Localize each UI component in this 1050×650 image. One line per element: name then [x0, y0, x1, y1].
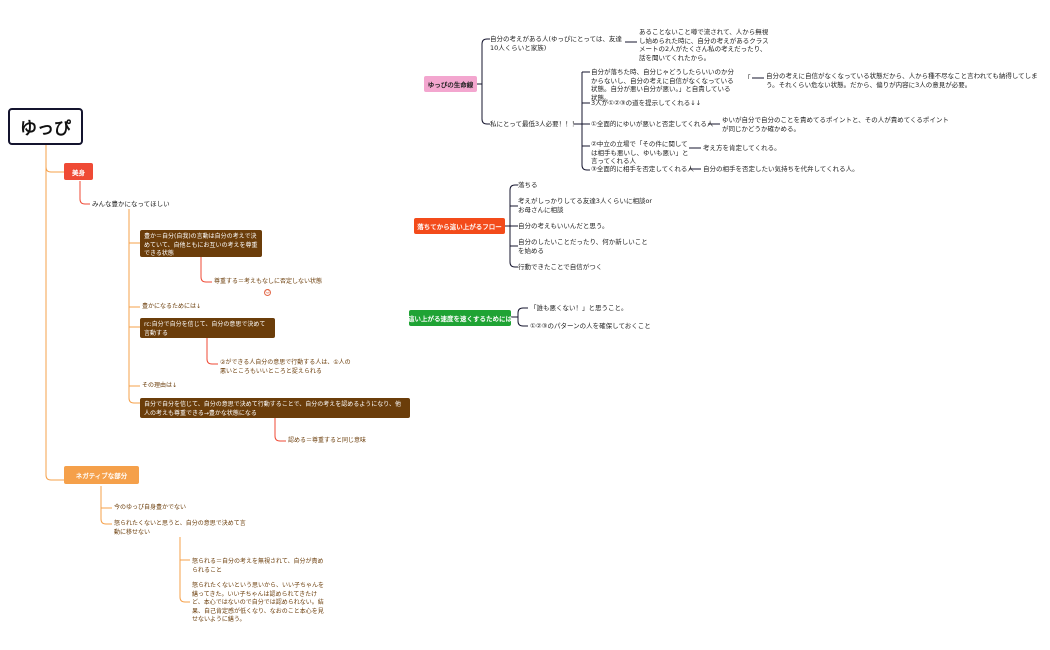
- survival-a-child[interactable]: あることないこと噂で流されて、人から無視し始められた時に、自分の考えがあるクラス…: [639, 28, 769, 62]
- speed-node[interactable]: 這い上がる速度を速くするためには: [408, 310, 512, 326]
- negative-item-2[interactable]: 怒られたくないと思うと、自分の意思で決めて言動に移せない: [114, 520, 246, 536]
- survival-b1[interactable]: 自分が落ちた時、自分じゃどうしたらいいのか分からないし、自分の考えに自信がなくな…: [591, 68, 734, 102]
- beauty-node[interactable]: 美身: [64, 163, 93, 180]
- how-node[interactable]: 豊かになるためには↓: [142, 303, 202, 310]
- speed-a[interactable]: 「誰も悪くない！」と思うこと。: [530, 304, 628, 312]
- recovery-node[interactable]: 落ちてから這い上がるフロー: [414, 218, 505, 234]
- beauty-box-3-child[interactable]: 認める＝尊重すると同じ意味: [288, 437, 367, 444]
- survival-b4-child[interactable]: 考え方を肯定してくれる。: [703, 144, 781, 152]
- survival-b2[interactable]: 3人が①②③の道を提示してくれる↓↓: [591, 99, 702, 107]
- survival-b[interactable]: 私にとって最低3人必要！！！: [490, 120, 579, 128]
- survival-a[interactable]: 自分の考えがある人(ゆっぴにとっては、友達10人くらいと家族): [490, 35, 622, 52]
- beauty-box-1[interactable]: 豊か＝自分(自我)の言動は自分の考えで決めていて、自他ともにお互いの考えを尊重で…: [140, 230, 262, 257]
- survival-b5[interactable]: ③全面的に相手を否定してくれる人: [591, 165, 694, 173]
- negative-sub-1[interactable]: 怒られる＝自分の考えを無視されて、自分が責められること: [192, 558, 324, 574]
- beauty-box-2[interactable]: rc:自分で自分を信じて、自分の意思で決めて言動する: [140, 318, 275, 338]
- beauty-box-3[interactable]: 自分で自分を信じて、自分の意思で決めて行動することで、自分の考えを認めるようにな…: [140, 398, 410, 418]
- survival-b5-child[interactable]: 自分の相手を否定したい気持ちを代弁してくれる人。: [703, 165, 859, 173]
- recovery-step-3[interactable]: 自分の考えもいいんだと思う。: [518, 222, 609, 230]
- recovery-step-5[interactable]: 行動できたことで自信がつく: [518, 263, 603, 271]
- smile-icon: ☺: [264, 289, 271, 296]
- root-node[interactable]: ゆっぴ: [8, 108, 83, 145]
- survival-b1-child[interactable]: 自分の考えに自信がなくなっている状態だから、人から種不尽なこと言われても納得して…: [766, 72, 1038, 89]
- respect-node[interactable]: 尊重する＝考えもなしに否定しない状態: [214, 278, 323, 285]
- negative-sub-2[interactable]: 怒られたくないという思いから、いい子ちゃんを繕ってきた。いい子ちゃんは認められて…: [192, 582, 325, 624]
- reason-node[interactable]: その理由は↓: [142, 382, 178, 389]
- negative-item-1[interactable]: 今のゆっぴ自身豊かでない: [114, 504, 187, 511]
- survival-b3-child[interactable]: ゆいが自分で自分のことを責めてるポイントと、その人が責めてくるポイントが同じかど…: [722, 116, 949, 133]
- survival-b3[interactable]: ①全面的にゆいが悪いと否定してくれる人: [591, 120, 714, 128]
- beauty-child[interactable]: みんな豊かになってほしい: [92, 200, 170, 208]
- speed-b[interactable]: ①②③のパターンの人を確保しておくこと: [530, 322, 651, 330]
- recovery-step-1[interactable]: 落ちる: [518, 181, 538, 189]
- beauty-box-2-child[interactable]: ②ができる人自分の意思で行動する人は、①人の悪いところもいいところと捉えられる: [220, 359, 351, 375]
- survival-b4[interactable]: ②中立の立場で「その件に関しては相手も悪いし、ゆいも悪い」と言ってくれる人: [591, 140, 689, 166]
- survival-node[interactable]: ゆっぴの生命線: [424, 76, 477, 92]
- recovery-step-4[interactable]: 自分のしたいことだったり、何か新しいことを始める: [518, 238, 648, 255]
- negative-node[interactable]: ネガティブな部分: [64, 466, 139, 484]
- recovery-step-2[interactable]: 考えがしっかりしてる友達3人くらいに相談or お母さんに相談: [518, 197, 655, 214]
- survival-b1-quote: 「: [744, 74, 751, 82]
